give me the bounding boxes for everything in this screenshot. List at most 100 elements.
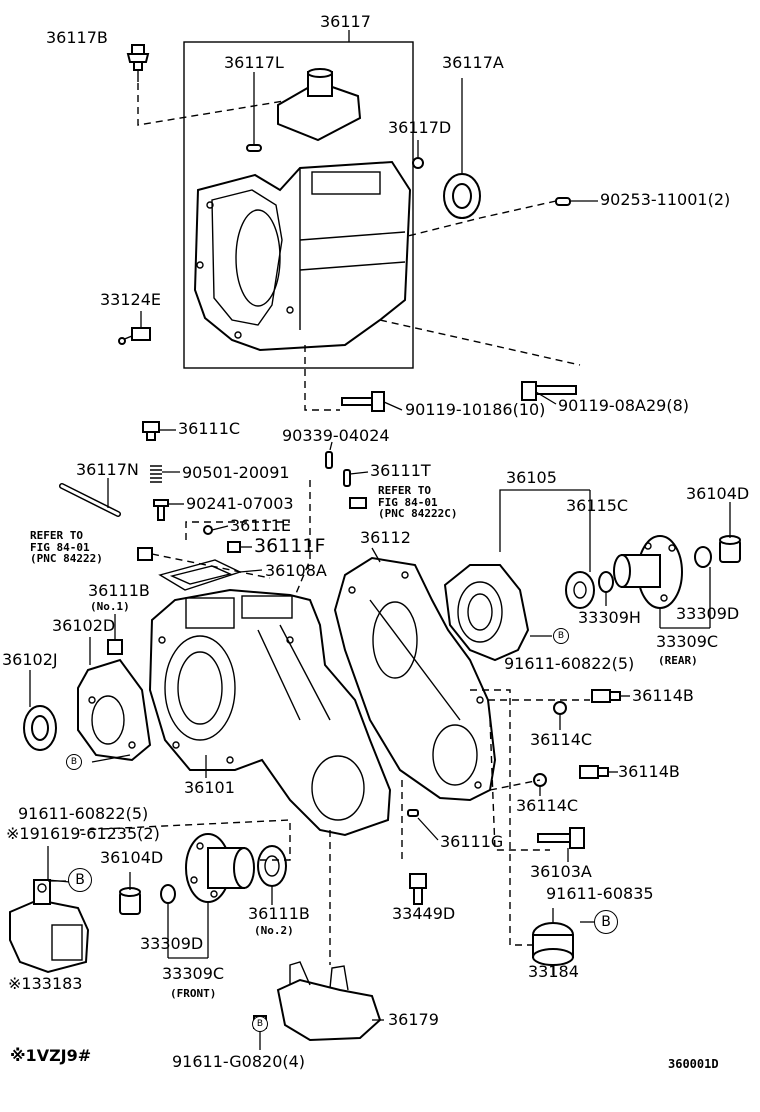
mark-b-bottom-left: B xyxy=(68,868,92,892)
mark-b-bottom: B xyxy=(252,1016,268,1032)
part-90339-pin xyxy=(325,451,333,469)
label-36105: 36105 xyxy=(506,468,557,487)
label-36111G: 36111G xyxy=(440,832,504,851)
part-36117L-pin xyxy=(246,144,262,152)
label-36102J: 36102J xyxy=(2,650,58,669)
part-36117B-sensor xyxy=(126,44,150,82)
part-36111F-plug xyxy=(227,541,241,553)
label-36115C: 36115C xyxy=(566,496,629,515)
part-36108A-gasket xyxy=(158,559,242,591)
part-36101-transfer-case xyxy=(148,588,392,837)
part-36114C-gasket-a xyxy=(553,701,567,715)
label-90253-11001: 90253-11001(2) xyxy=(600,190,731,209)
label-91611-60822-left: 91611-60822(5) xyxy=(18,804,149,823)
part-36115C-bearing xyxy=(565,571,595,609)
part-90119-10186-bolt xyxy=(341,391,385,412)
label-36103A: 36103A xyxy=(530,862,592,881)
label-36114B-a: 36114B xyxy=(632,686,694,705)
part-133183-actuator xyxy=(9,879,90,974)
figure-id: 360001D xyxy=(668,1057,719,1071)
label-91611-60822-mid: 91611-60822(5) xyxy=(504,654,635,673)
part-36111C-plug xyxy=(142,421,160,441)
note-refer-84222c: REFER TO FIG 84-01 (PNC 84222C) xyxy=(378,484,458,521)
label-36114B-b: 36114B xyxy=(618,762,680,781)
part-refer-84222c-bolt xyxy=(349,497,367,509)
part-36114B-plug-a xyxy=(591,689,621,703)
label-90119-10186: 90119-10186(10) xyxy=(405,400,546,419)
label-90501-20091: 90501-20091 xyxy=(182,463,290,482)
label-191619-61235: ※191619-61235(2) xyxy=(6,824,160,843)
label-36111B-bottom-sub: (No.2) xyxy=(254,924,294,937)
label-133183: ※133183 xyxy=(8,974,83,993)
extension-housing-group-frame xyxy=(183,41,414,369)
label-36114C-b: 36114C xyxy=(516,796,579,815)
label-36111F: 36111F xyxy=(254,535,326,557)
part-36117A-oil-seal xyxy=(443,173,481,219)
part-36111G-pin xyxy=(407,809,419,817)
label-36114C-a: 36114C xyxy=(530,730,593,749)
label-33309C-right-sub: (REAR) xyxy=(658,654,698,667)
label-33449D: 33449D xyxy=(392,904,456,923)
part-90501-spring xyxy=(150,465,162,483)
part-90253-pin xyxy=(555,197,571,206)
part-33309D-washer-bottom xyxy=(160,884,176,904)
part-36117D-plug xyxy=(412,157,424,169)
part-36102J-oil-seal xyxy=(23,705,57,751)
label-36104D-top: 36104D xyxy=(686,484,750,503)
label-36117L: 36117L xyxy=(224,53,284,72)
label-36117N: 36117N xyxy=(76,460,139,479)
label-33309H: 33309H xyxy=(578,608,641,627)
label-36101: 36101 xyxy=(184,778,235,797)
part-36114B-plug-b xyxy=(579,765,609,779)
mark-b-mid: B xyxy=(553,628,569,644)
part-90241-screw xyxy=(153,499,169,521)
label-36179: 36179 xyxy=(388,1010,439,1029)
part-36104D-nut-top xyxy=(719,535,741,563)
part-33124E-bracket xyxy=(118,327,151,345)
part-33449D-bolt xyxy=(409,873,427,905)
label-91611-60835: 91611-60835 xyxy=(546,884,654,903)
mark-b-left: B xyxy=(66,754,82,770)
label-33309C-bottom: 33309C xyxy=(162,964,225,983)
part-36103A-bolt xyxy=(537,827,585,849)
label-36102D: 36102D xyxy=(52,616,116,635)
note-refer-84222: REFER TO FIG 84-01 (PNC 84222) xyxy=(30,529,103,566)
part-33309D-washer-right xyxy=(694,546,712,568)
label-33124E: 33124E xyxy=(100,290,162,309)
label-33309D-bottom: 33309D xyxy=(140,934,204,953)
part-36112-case-cover xyxy=(333,556,497,802)
label-33309C-bottom-sub: (FRONT) xyxy=(170,987,217,1000)
label-33184: 33184 xyxy=(528,962,579,981)
label-36111B-top-sub: (No.1) xyxy=(90,600,130,613)
label-36111B-top: 36111B xyxy=(88,581,150,600)
label-91611-G0820: 91611-G0820(4) xyxy=(172,1052,306,1071)
label-90119-08A29: 90119-08A29(8) xyxy=(558,396,689,415)
label-36112: 36112 xyxy=(360,528,411,547)
label-36117: 36117 xyxy=(320,12,371,31)
label-36111B-bottom: 36111B xyxy=(248,904,310,923)
part-36111T-pin xyxy=(343,469,351,487)
label-36117B: 36117B xyxy=(46,28,108,47)
part-36105-rear-housing xyxy=(443,564,530,662)
part-36179-skid-plate xyxy=(276,961,382,1042)
label-36117A: 36117A xyxy=(442,53,504,72)
part-refer-84222-bolt xyxy=(137,547,153,561)
label-33309C-right: 33309C xyxy=(656,632,719,651)
part-33309C-rear-flange xyxy=(613,535,683,609)
part-36111E-washer xyxy=(203,525,213,535)
part-33309H-ring xyxy=(598,571,614,593)
part-36117-extension-housing xyxy=(193,160,412,352)
part-36111B-no1-plug xyxy=(107,639,123,655)
part-36111B-no2-seal xyxy=(257,845,287,887)
mark-b-bottom-right: B xyxy=(594,910,618,934)
label-33309D-right: 33309D xyxy=(676,604,740,623)
label-36108A: 36108A xyxy=(265,561,327,580)
part-90119-08A29-bolt xyxy=(521,381,577,401)
label-36111E: 36111E xyxy=(230,516,292,535)
part-36104D-nut-bottom xyxy=(119,887,141,915)
label-36117D: 36117D xyxy=(388,118,452,137)
part-33184-stopper xyxy=(532,922,574,966)
label-36104D-bottom: 36104D xyxy=(100,848,164,867)
